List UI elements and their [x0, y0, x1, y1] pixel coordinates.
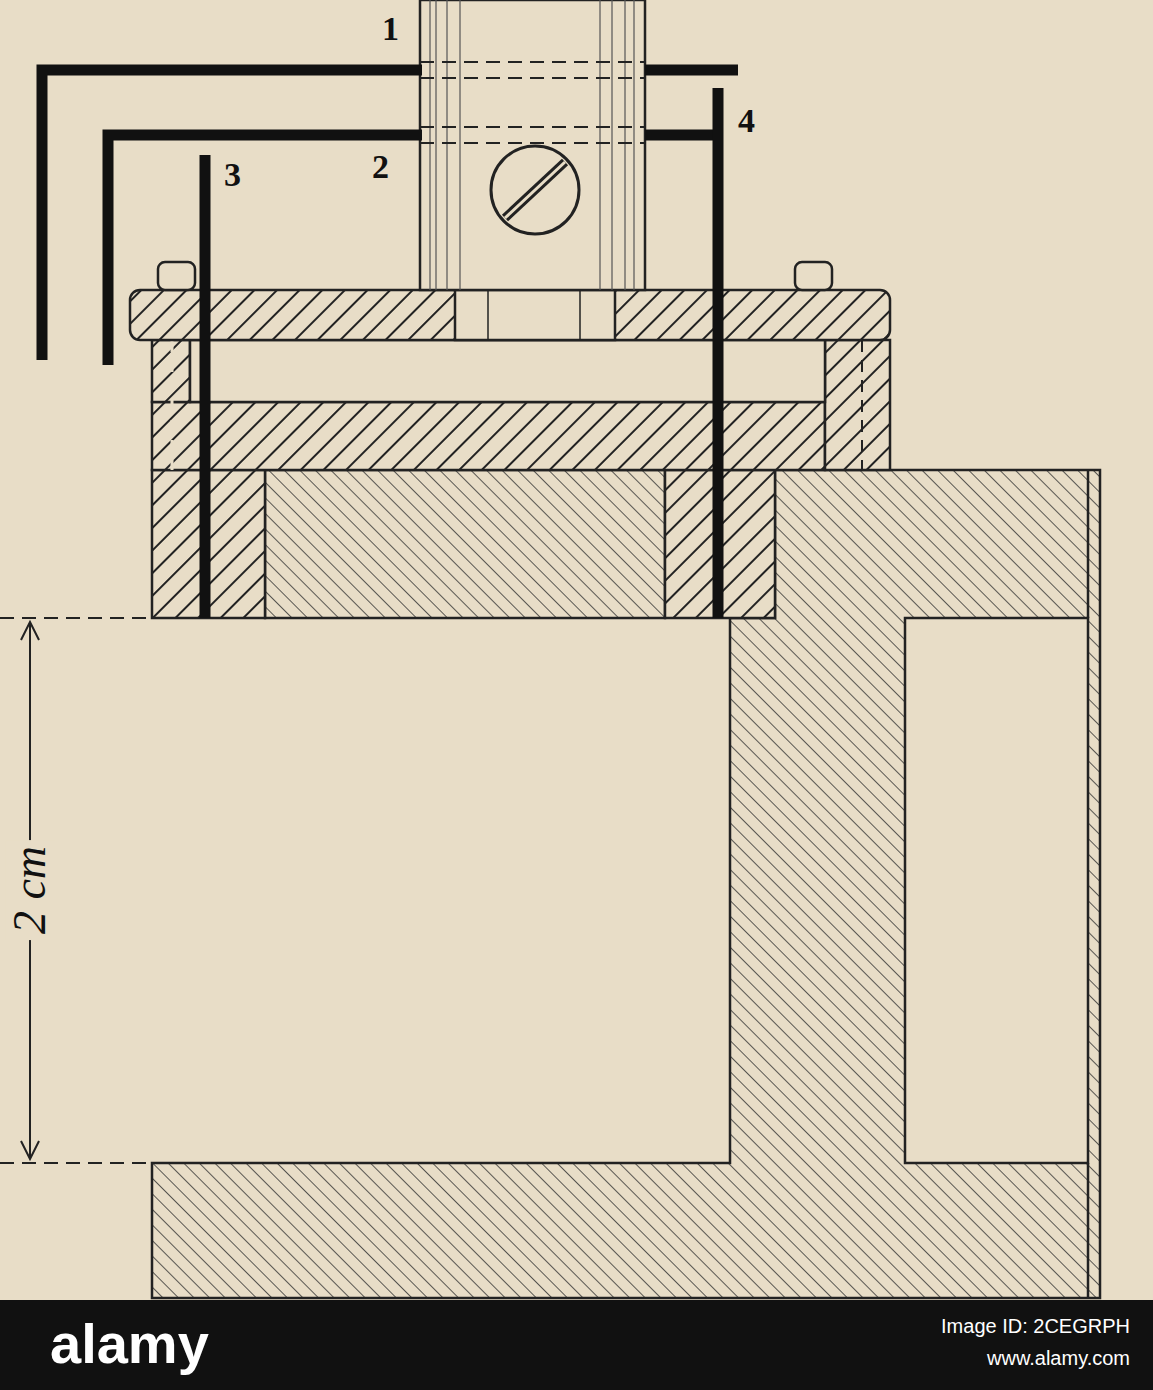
plate-seam [1087, 470, 1090, 618]
bolt-head [158, 262, 195, 290]
terminal-stem [420, 0, 645, 290]
bolt-head [795, 262, 832, 290]
wire [645, 65, 738, 76]
callout-number: 2 [372, 150, 389, 184]
iron-core [265, 470, 665, 618]
wire [645, 130, 722, 141]
watermark: alamy [50, 1316, 209, 1372]
plate-seam [1087, 1163, 1090, 1298]
watermark: www.alamy.com [987, 1348, 1130, 1368]
wire [108, 135, 422, 365]
callout-number: 3 [224, 158, 241, 192]
side-wall [825, 340, 890, 470]
wire [200, 155, 211, 618]
cap-plate [130, 290, 890, 340]
extension-line [0, 617, 150, 619]
arrowhead [21, 622, 39, 640]
stem-line [579, 290, 581, 340]
chamber [190, 340, 825, 402]
screw-slot [505, 162, 565, 218]
iron-yoke [152, 470, 1100, 1298]
clamp-screw [491, 146, 579, 234]
bolt-hidden [861, 340, 863, 470]
watermark: Image ID: 2CEGRPH [941, 1316, 1130, 1336]
extension-line [0, 1162, 150, 1164]
watermark-bar [0, 1300, 1153, 1390]
stem-line [487, 290, 489, 340]
wire [713, 88, 724, 618]
insulating-plate [152, 402, 825, 470]
stem-bore [455, 290, 615, 340]
bolt-hidden [171, 340, 174, 470]
dimension-label: 2 cm [5, 840, 55, 940]
callout-number: 1 [382, 12, 399, 46]
wire [42, 70, 422, 360]
arrowhead [21, 1141, 39, 1159]
callout-number: 4 [738, 104, 755, 138]
